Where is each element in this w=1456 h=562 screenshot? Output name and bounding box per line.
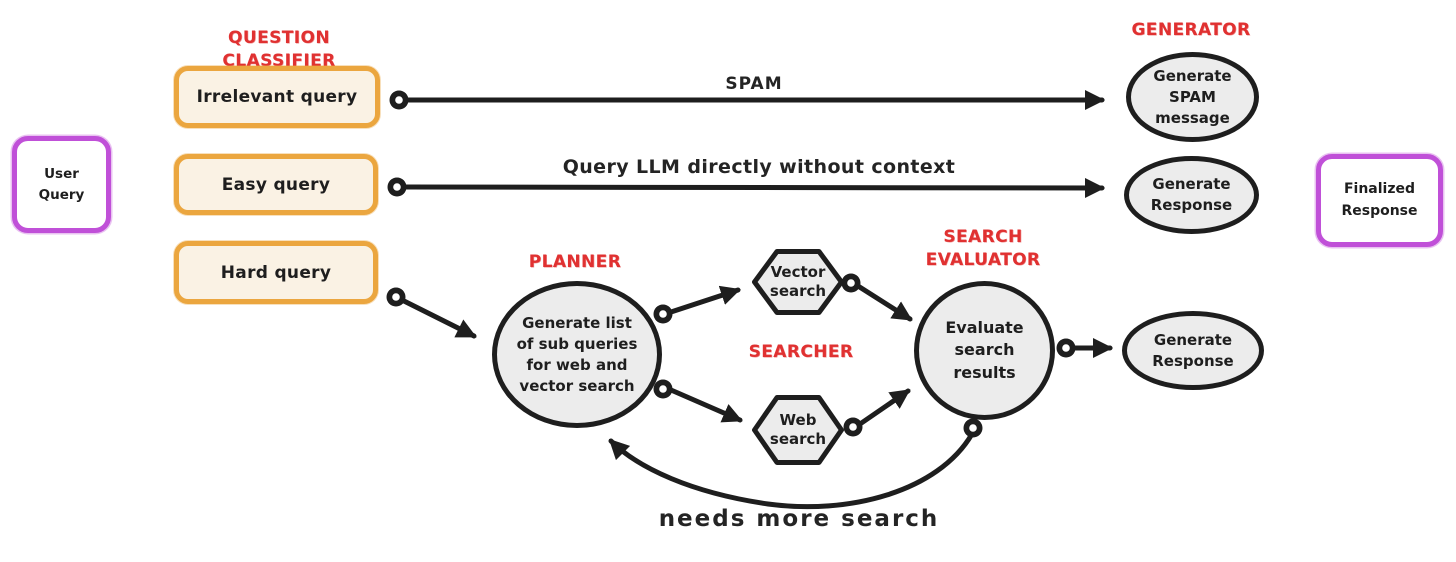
- node-generate-response-bottom: Generate Response: [1122, 311, 1264, 390]
- hexagon-shape: [752, 395, 844, 465]
- edge-label-query-llm-directly: Query LLM directly without context: [562, 156, 956, 178]
- edge-loop-line: [608, 431, 975, 510]
- edge-label-needs-more-search: needs more search: [658, 506, 940, 532]
- node-vector-search-label: Vector search: [769, 262, 827, 301]
- node-generate-spam-message-label: Generate SPAM message: [1153, 66, 1232, 127]
- node-easy-query: Easy query: [174, 154, 378, 215]
- node-user-query: User Query: [12, 136, 111, 233]
- node-vector-search: Vector search: [751, 248, 845, 316]
- node-generate-response-top: Generate Response: [1124, 156, 1259, 234]
- node-evaluate-search-results-label: Evaluate search results: [945, 317, 1024, 382]
- node-user-query-label: User Query: [38, 165, 85, 203]
- edge-start-dots: [386, 90, 1076, 438]
- edge-hard-to-planner-line: [401, 298, 477, 339]
- section-label-search-evaluator: SEARCH EVALUATOR: [925, 227, 1041, 270]
- section-label-planner: PLANNER: [528, 252, 622, 272]
- node-generate-response-bottom-label: Generate Response: [1152, 330, 1234, 370]
- node-irrelevant-query: Irrelevant query: [174, 66, 380, 128]
- node-irrelevant-query-label: Irrelevant query: [196, 87, 358, 107]
- edge-label-spam: SPAM: [725, 74, 783, 94]
- node-web-search: Web search: [751, 394, 845, 466]
- edge-planner-to-vector-line: [668, 285, 741, 315]
- node-evaluate-search-results: Evaluate search results: [914, 281, 1055, 420]
- node-planner-label: Generate list of sub queries for web and…: [516, 313, 638, 395]
- node-finalized-response: Finalized Response: [1316, 154, 1443, 247]
- section-label-generator: GENERATOR: [1131, 20, 1251, 40]
- edge-vector-to-evaluator-line: [855, 283, 913, 322]
- edge-direct-line: [403, 177, 1105, 198]
- hexagon-shape: [752, 249, 844, 315]
- edge-web-to-evaluator-line: [857, 388, 911, 427]
- node-generate-spam-message: Generate SPAM message: [1126, 52, 1259, 142]
- node-planner: Generate list of sub queries for web and…: [492, 281, 662, 428]
- node-hard-query: Hard query: [174, 241, 378, 304]
- node-easy-query-label: Easy query: [221, 174, 331, 195]
- node-finalized-response-label: Finalized Response: [1341, 180, 1418, 219]
- edge-planner-to-web-line: [668, 387, 743, 423]
- section-label-question-classifier: QUESTION CLASSIFIER: [222, 28, 336, 71]
- section-label-searcher: SEARCHER: [748, 342, 854, 362]
- node-hard-query-label: Hard query: [220, 262, 332, 283]
- node-web-search-label: Web search: [769, 410, 827, 449]
- node-generate-response-top-label: Generate Response: [1150, 175, 1233, 214]
